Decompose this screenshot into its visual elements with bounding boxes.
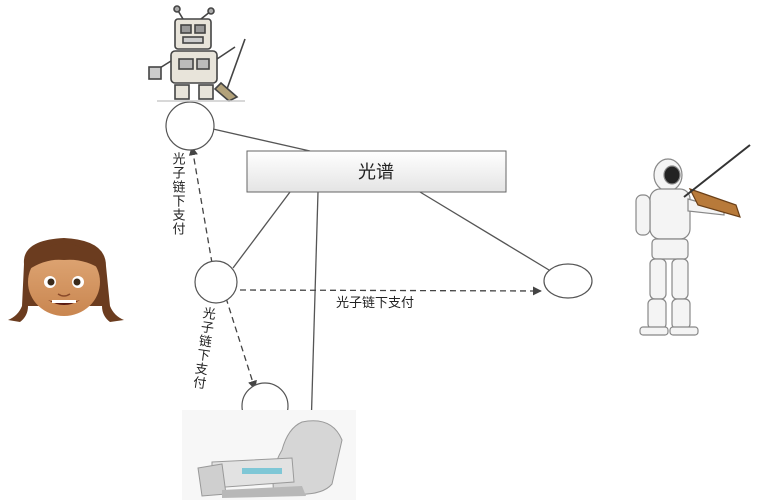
payment-label-to-robot: 光子链下支付 — [170, 152, 186, 236]
payment-arrow-to-robot — [188, 146, 213, 264]
massage-chair-icon — [182, 410, 356, 500]
edge-labels: 光子链下支付 光子链下支付 光子链下支付 — [170, 152, 415, 391]
payment-label-to-violinist: 光子链下支付 — [336, 296, 414, 311]
payment-arrows — [188, 146, 542, 390]
girl-face-icon — [8, 238, 124, 322]
node-girl — [194, 260, 238, 304]
node-violinist — [543, 263, 593, 299]
node-robot — [165, 101, 215, 151]
payment-arrow-to-chair — [225, 297, 257, 390]
edge-spectrum-to-robot-node — [212, 128, 311, 152]
spectrum-edges — [212, 128, 550, 431]
payment-label-to-chair: 光子链下支付 — [189, 305, 216, 390]
edge-spectrum-to-chair-node — [310, 191, 319, 431]
payment-arrow-to-violinist — [239, 286, 542, 296]
cleaning-robot-icon — [148, 5, 246, 102]
spectrum-box: 光谱 — [246, 150, 507, 193]
edge-spectrum-to-girl-node — [232, 191, 291, 269]
edge-spectrum-to-violinist-node — [419, 191, 550, 271]
spectrum-label: 光谱 — [358, 162, 394, 183]
violinist-robot-icon — [635, 144, 751, 336]
